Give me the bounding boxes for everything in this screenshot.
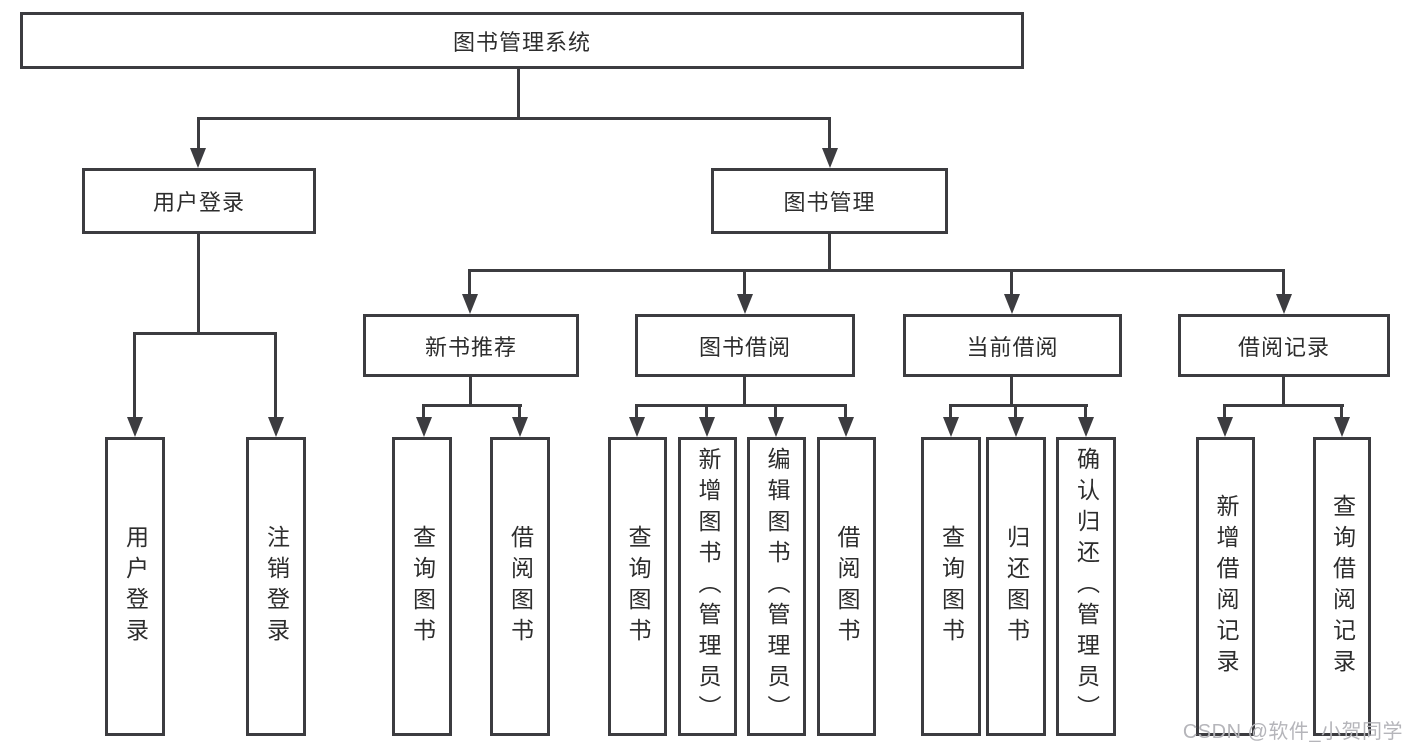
node-leaf-query-book: 查询图书	[921, 437, 981, 736]
connector-line	[635, 404, 638, 419]
arrowhead-down-icon	[838, 417, 854, 437]
arrowhead-down-icon	[1276, 294, 1292, 314]
connector-line	[949, 404, 1088, 407]
arrowhead-down-icon	[1004, 294, 1020, 314]
node-leaf-borrow-book: 借阅图书	[817, 437, 876, 736]
node-label: 注销登录	[263, 524, 290, 649]
node-label: 借阅图书	[507, 524, 534, 649]
node-label: 借阅图书	[834, 524, 860, 649]
arrowhead-down-icon	[822, 148, 838, 168]
connector-line	[197, 233, 200, 334]
arrowhead-down-icon	[190, 148, 206, 168]
connector-line	[468, 269, 1285, 272]
node-leaf-confirm-return-admin: 确认归还（管理员）	[1056, 437, 1116, 736]
connector-line	[422, 404, 522, 407]
arrowhead-down-icon	[1008, 417, 1024, 437]
node-label: 新增图书（管理员）	[695, 447, 721, 726]
arrowhead-down-icon	[1217, 417, 1233, 437]
node-new-book-recommend: 新书推荐	[363, 314, 579, 377]
node-leaf-add-book-admin: 新增图书（管理员）	[678, 437, 737, 736]
connector-line	[197, 117, 831, 120]
node-label: 用户登录	[122, 524, 149, 649]
arrowhead-down-icon	[127, 417, 143, 437]
connector-line	[774, 404, 777, 419]
watermark: CSDN @软件_小贺同学	[1182, 721, 1403, 743]
node-label: 图书借阅	[698, 334, 791, 360]
connector-line	[1014, 404, 1017, 419]
arrowhead-down-icon	[462, 294, 478, 314]
connector-line	[1340, 404, 1343, 419]
connector-line	[949, 404, 952, 419]
connector-line	[844, 404, 847, 419]
connector-line	[197, 117, 200, 150]
node-label: 新书推荐	[424, 334, 517, 360]
connector-line	[828, 233, 831, 272]
node-leaf-query-borrow-record: 查询借阅记录	[1313, 437, 1371, 736]
arrowhead-down-icon	[699, 417, 715, 437]
connector-line	[743, 376, 746, 407]
connector-line	[518, 404, 521, 419]
node-leaf-user-login: 用户登录	[105, 437, 165, 736]
node-label: 当前借阅	[966, 334, 1059, 360]
connector-line	[828, 117, 831, 150]
connector-line	[468, 269, 471, 296]
connector-line	[274, 332, 277, 419]
arrowhead-down-icon	[737, 294, 753, 314]
arrowhead-down-icon	[416, 417, 432, 437]
node-current-borrowing: 当前借阅	[903, 314, 1122, 377]
node-leaf-logout: 注销登录	[246, 437, 306, 736]
node-label: 确认归还（管理员）	[1073, 447, 1100, 726]
node-label: 借阅记录	[1237, 334, 1330, 360]
node-borrow-records: 借阅记录	[1178, 314, 1390, 377]
connector-line	[469, 376, 472, 407]
node-label: 归还图书	[1003, 524, 1030, 649]
node-leaf-query-book: 查询图书	[608, 437, 667, 736]
arrowhead-down-icon	[512, 417, 528, 437]
arrowhead-down-icon	[943, 417, 959, 437]
node-book-management: 图书管理	[711, 168, 948, 234]
arrowhead-down-icon	[1334, 417, 1350, 437]
connector-line	[743, 269, 746, 296]
connector-line	[1010, 376, 1013, 407]
node-label: 图书管理系统	[452, 29, 591, 55]
arrowhead-down-icon	[1078, 417, 1094, 437]
node-leaf-add-borrow-record: 新增借阅记录	[1196, 437, 1255, 736]
node-label: 查询图书	[938, 524, 965, 649]
node-label: 编辑图书（管理员）	[764, 447, 790, 726]
connector-line	[1010, 269, 1013, 296]
node-label: 用户登录	[152, 190, 245, 215]
connector-line	[635, 404, 847, 407]
node-label: 查询图书	[409, 524, 436, 649]
connector-line	[1084, 404, 1087, 419]
node-leaf-query-book: 查询图书	[392, 437, 452, 736]
connector-line	[517, 69, 520, 120]
node-label: 查询图书	[625, 524, 651, 649]
arrowhead-down-icon	[768, 417, 784, 437]
node-label: 查询借阅记录	[1329, 493, 1356, 680]
connector-line	[705, 404, 708, 419]
node-leaf-edit-book-admin: 编辑图书（管理员）	[747, 437, 806, 736]
node-label: 新增借阅记录	[1213, 493, 1239, 680]
arrowhead-down-icon	[629, 417, 645, 437]
node-user-login: 用户登录	[82, 168, 316, 234]
node-book-borrowing: 图书借阅	[635, 314, 855, 377]
node-library-management-system: 图书管理系统	[20, 12, 1024, 69]
arrowhead-down-icon	[268, 417, 284, 437]
node-label: 图书管理	[783, 190, 876, 215]
connector-line	[1223, 404, 1344, 407]
node-leaf-return-book: 归还图书	[986, 437, 1046, 736]
connector-line	[1282, 376, 1285, 407]
connector-line	[1282, 269, 1285, 296]
connector-line	[133, 332, 277, 335]
connector-line	[422, 404, 425, 419]
connector-line	[1223, 404, 1226, 419]
connector-line	[133, 332, 136, 419]
node-leaf-borrow-book: 借阅图书	[490, 437, 550, 736]
